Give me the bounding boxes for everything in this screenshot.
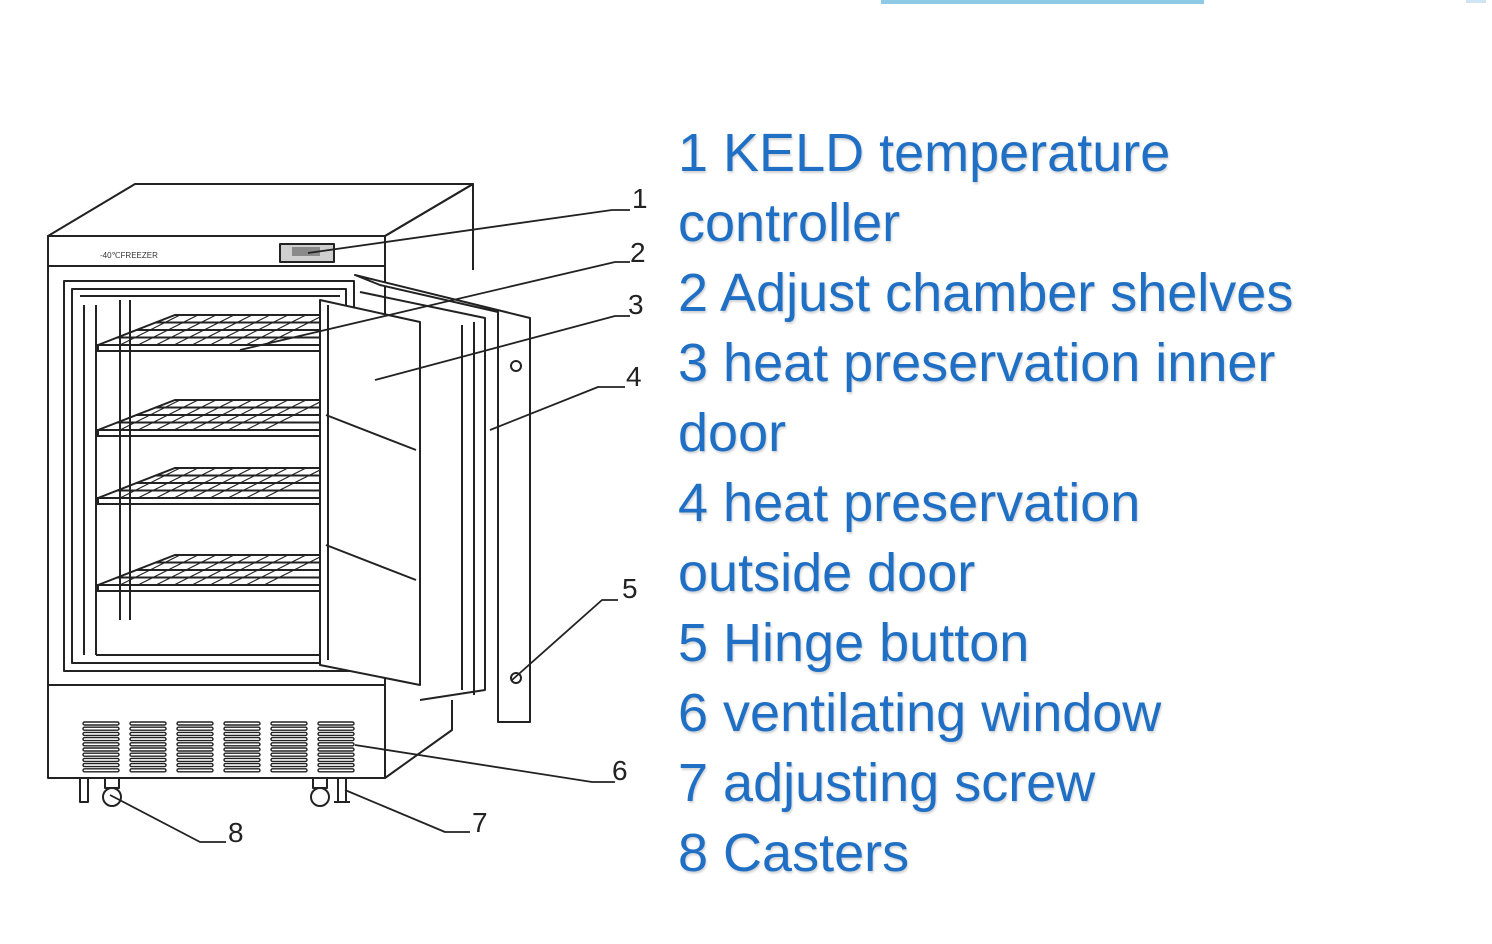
cabinet-body: [47, 183, 474, 779]
vent-column: [82, 721, 120, 773]
callout-4: 4: [626, 361, 642, 392]
legend-item-outside-door: 4 heat preservation outside door: [678, 473, 1141, 603]
casters-and-screws: [79, 777, 350, 807]
vent-column: [129, 721, 167, 773]
callout-5: 5: [622, 573, 638, 604]
top-accent-bar: [881, 0, 1204, 4]
callout-1: 1: [632, 183, 648, 214]
top-corner-mark: [1466, 0, 1486, 3]
hinge-button-icon: [510, 672, 522, 684]
callout-6: 6: [612, 755, 628, 786]
chamber-shelves: [97, 314, 326, 592]
parts-legend: 1 KELD temperature controller 2 Adjust c…: [678, 118, 1478, 888]
legend-item-ventilating-window: 6 ventilating window: [678, 683, 1162, 743]
callout-leader-lines: [109, 209, 630, 843]
outer-door: [354, 274, 531, 723]
shelf: [97, 314, 326, 352]
hinge-button-icon: [510, 360, 522, 372]
callout-7: 7: [472, 807, 488, 838]
temperature-controller: [279, 243, 335, 263]
legend-item-chamber-shelves: 2 Adjust chamber shelves: [678, 263, 1294, 323]
freezer-diagram: -40℃FREEZER 1 2 3 4 5 6 7 8: [47, 183, 648, 848]
freezer-brand-label: -40℃FREEZER: [100, 251, 158, 260]
vent-column: [176, 721, 214, 773]
legend-item-temperature-controller: 1 KELD temperature controller: [678, 123, 1171, 253]
legend-item-hinge-button: 5 Hinge button: [678, 613, 1030, 673]
inner-door: [319, 299, 421, 686]
callout-3: 3: [628, 289, 644, 320]
legend-item-casters: 8 Casters: [678, 823, 910, 883]
callout-2: 2: [630, 237, 646, 268]
vent-column: [223, 721, 261, 773]
shelf: [97, 399, 326, 437]
shelf: [97, 554, 326, 592]
vent-column: [317, 721, 355, 773]
legend-item-inner-door: 3 heat preservation inner door: [678, 333, 1276, 463]
ventilating-window: [82, 721, 355, 773]
callout-8: 8: [228, 817, 244, 848]
legend-item-adjusting-screw: 7 adjusting screw: [678, 753, 1096, 813]
vent-column: [270, 721, 308, 773]
